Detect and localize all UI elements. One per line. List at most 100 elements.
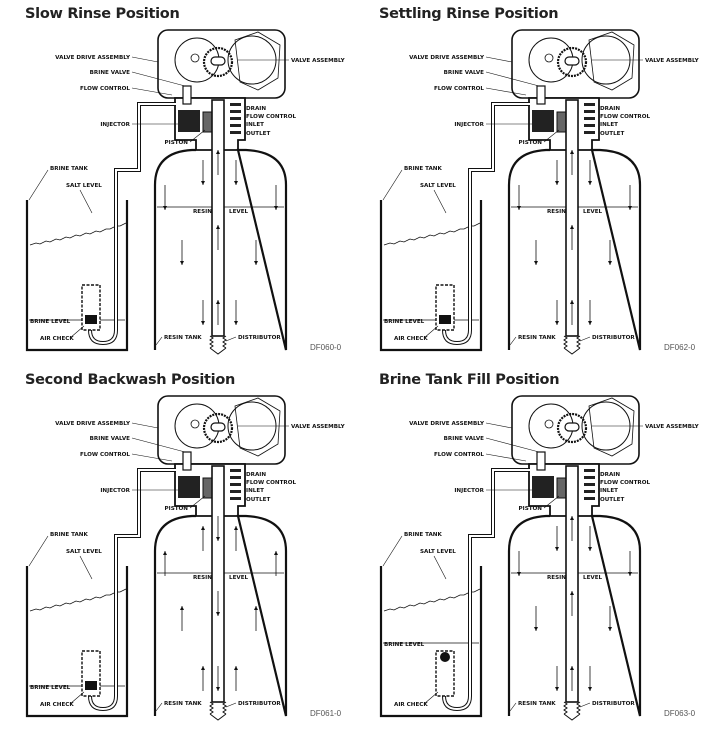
leader-line: [579, 702, 591, 708]
leader-line: [509, 336, 517, 346]
arrow-head: [216, 687, 220, 691]
port-seal: [584, 490, 595, 493]
flow-arrow-down: [517, 551, 521, 576]
label-brine-valve: BRINE VALVE: [444, 436, 485, 442]
arrow-head: [216, 150, 220, 154]
label-level: LEVEL: [229, 575, 249, 581]
flow-arrow-down: [180, 240, 184, 265]
gear: [556, 412, 588, 444]
flow-arrow-down: [555, 666, 559, 691]
label-inlet: INLET: [600, 488, 618, 494]
label-salt-level: SALT LEVEL: [66, 183, 102, 189]
label-flow-control: FLOW CONTROL: [434, 86, 484, 92]
flow-arrow-up: [180, 606, 184, 631]
arrow-head: [628, 572, 632, 576]
arrow-head: [201, 526, 205, 530]
riser-tube: [211, 465, 225, 703]
gear: [202, 46, 234, 78]
label-brine-tank: BRINE TANK: [404, 532, 442, 538]
flow-arrow-down: [588, 300, 592, 325]
arrow-head: [274, 551, 278, 555]
label-valve-assembly: VALVE ASSEMBLY: [645, 58, 700, 64]
label-distributor: DISTRIBUTOR: [592, 701, 635, 707]
label-drain: DRAIN: [600, 106, 620, 112]
label-piston: PISTON: [519, 506, 543, 512]
flow-arrow-down: [163, 185, 167, 210]
flow-arrow-down: [534, 240, 538, 265]
flow-arrow-up: [216, 150, 220, 175]
salt-level-line: [383, 588, 481, 612]
port-seal: [584, 483, 595, 486]
port-seal: [584, 497, 595, 500]
drive-hub: [544, 419, 554, 429]
brine-line: [88, 102, 176, 346]
label-piston: PISTON: [165, 506, 189, 512]
flow-arrow-down: [216, 591, 220, 616]
brine-tank-shell: [25, 566, 129, 718]
salt-level-line: [383, 222, 481, 246]
brine-tank-shell: [379, 200, 483, 352]
label-brine-valve: BRINE VALVE: [444, 70, 485, 76]
label-brine-valve: BRINE VALVE: [90, 70, 131, 76]
label-flow-control: FLOW CONTROL: [80, 452, 130, 458]
flow-arrow-up: [254, 606, 258, 631]
label-flow-control: FLOW CONTROL: [434, 452, 484, 458]
gear-slot: [564, 422, 580, 432]
brine-line-bore: [89, 103, 176, 345]
flow-arrow-down: [588, 666, 592, 691]
brine-line-bore: [89, 469, 176, 711]
leader-line: [28, 169, 49, 201]
cam-outline: [234, 397, 281, 457]
label-air-check: AIR CHECK: [40, 336, 74, 342]
label-valve-drive-assembly: VALVE DRIVE ASSEMBLY: [55, 55, 131, 61]
label-valve-drive-assembly: VALVE DRIVE ASSEMBLY: [55, 421, 131, 427]
flow-arrow-up: [570, 225, 574, 250]
port-seal: [584, 131, 595, 134]
leader-line: [485, 87, 527, 96]
arrow-head: [216, 612, 220, 616]
arrow-head: [216, 225, 220, 229]
port-seal: [584, 124, 595, 127]
gear-slot: [210, 422, 226, 432]
flow-arrow-down: [216, 516, 220, 541]
leader-line: [485, 422, 513, 429]
label-outlet: OUTLET: [600, 497, 624, 503]
salt-level-line: [29, 222, 127, 246]
resin-tank-shell: [153, 148, 288, 351]
flow-arrow-up: [216, 225, 220, 250]
flow-arrow-down: [555, 300, 559, 325]
flow-arrow-up: [570, 300, 574, 325]
label-brine-level: BRINE LEVEL: [384, 319, 425, 325]
arrow-head: [534, 627, 538, 631]
leader-line: [423, 691, 439, 705]
arrow-head: [216, 537, 220, 541]
label-brine-valve: BRINE VALVE: [90, 436, 131, 442]
gear-slot: [210, 56, 226, 66]
cam-outline: [588, 31, 635, 91]
label-brine-level: BRINE LEVEL: [30, 319, 71, 325]
brine-valve-stem: [182, 451, 192, 471]
leader-line: [579, 336, 591, 342]
port-seal: [230, 490, 241, 493]
port-seal: [584, 476, 595, 479]
flow-arrow-down: [234, 160, 238, 185]
drawing-code: DF062-0: [664, 343, 696, 352]
arrow-head: [163, 551, 167, 555]
leader-line: [155, 702, 163, 712]
flow-arrow-up: [570, 666, 574, 691]
port-seal: [584, 117, 595, 120]
injector-block: [532, 476, 554, 498]
port-seal: [584, 469, 595, 472]
flow-arrow-down: [555, 160, 559, 185]
leader-line: [131, 71, 186, 87]
arrow-head: [534, 261, 538, 265]
leader-line: [69, 691, 85, 705]
arrow-head: [570, 225, 574, 229]
leader-line: [433, 555, 447, 580]
piston: [202, 477, 213, 499]
leader-line: [543, 129, 560, 143]
leader-line: [28, 535, 49, 567]
resin-tank-shell: [507, 148, 642, 351]
